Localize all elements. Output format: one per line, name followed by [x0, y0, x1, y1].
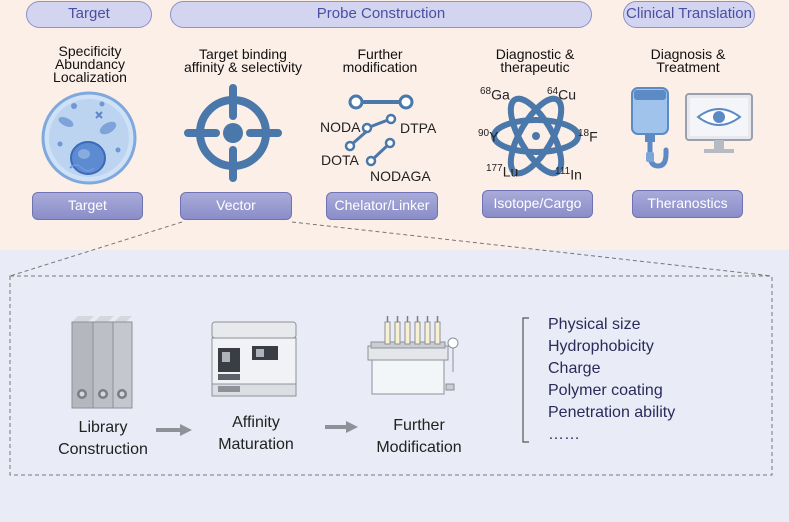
chelator-dota: DOTA	[321, 152, 359, 168]
property-more: ……	[548, 426, 580, 443]
step-arrow-2	[325, 421, 358, 433]
zoom-line-left	[9, 221, 183, 277]
tag-isotope: Isotope/Cargo	[482, 190, 593, 218]
zoom-line-right	[291, 221, 773, 277]
caption-theranostics: Diagnosis &Treatment	[650, 46, 726, 75]
isotope-ga: 68Ga	[480, 86, 510, 103]
tag-chelator: Chelator/Linker	[326, 192, 438, 220]
header-clinical-translation: Clinical Translation	[623, 1, 755, 28]
chelator-nodaga: NODAGA	[370, 168, 431, 184]
affinity-instrument-icon	[211, 321, 297, 397]
isotope-f: 18F	[578, 128, 598, 145]
properties-bracket	[522, 317, 529, 443]
isotope-in: 111In	[555, 166, 582, 183]
cell-icon	[41, 91, 137, 185]
isotope-y: 90Y	[478, 128, 499, 145]
chelator-dtpa: DTPA	[400, 120, 437, 136]
tag-vector: Vector	[180, 192, 292, 220]
isotope-cu: 64Cu	[547, 86, 577, 103]
vector-detail-box	[9, 275, 773, 476]
caption-isotope: Diagnostic &therapeutic	[495, 46, 575, 75]
property-hydrophobicity: Hydrophobicity	[548, 338, 654, 355]
property-polymer-coating: Polymer coating	[548, 382, 663, 399]
tag-target: Target	[32, 192, 143, 220]
linker-icon	[344, 94, 414, 167]
atom-icon	[491, 95, 581, 177]
library-binders-icon	[71, 316, 133, 409]
iv-bag-icon	[631, 87, 669, 169]
property-charge: Charge	[548, 360, 601, 377]
isotope-lu: 177Lu	[486, 163, 519, 180]
step-arrow-1	[156, 424, 192, 436]
chelator-noda: NODA	[320, 119, 361, 135]
header-probe-construction: Probe Construction	[170, 1, 592, 28]
header-target: Target	[26, 1, 152, 28]
monitor-eye-icon	[685, 93, 753, 153]
tag-theranostics: Theranostics	[632, 190, 743, 218]
property-physical-size: Physical size	[548, 316, 641, 333]
crosshair-icon	[184, 84, 282, 182]
syringe-rack-icon	[367, 316, 459, 395]
property-penetration-ability: Penetration ability	[548, 404, 676, 421]
